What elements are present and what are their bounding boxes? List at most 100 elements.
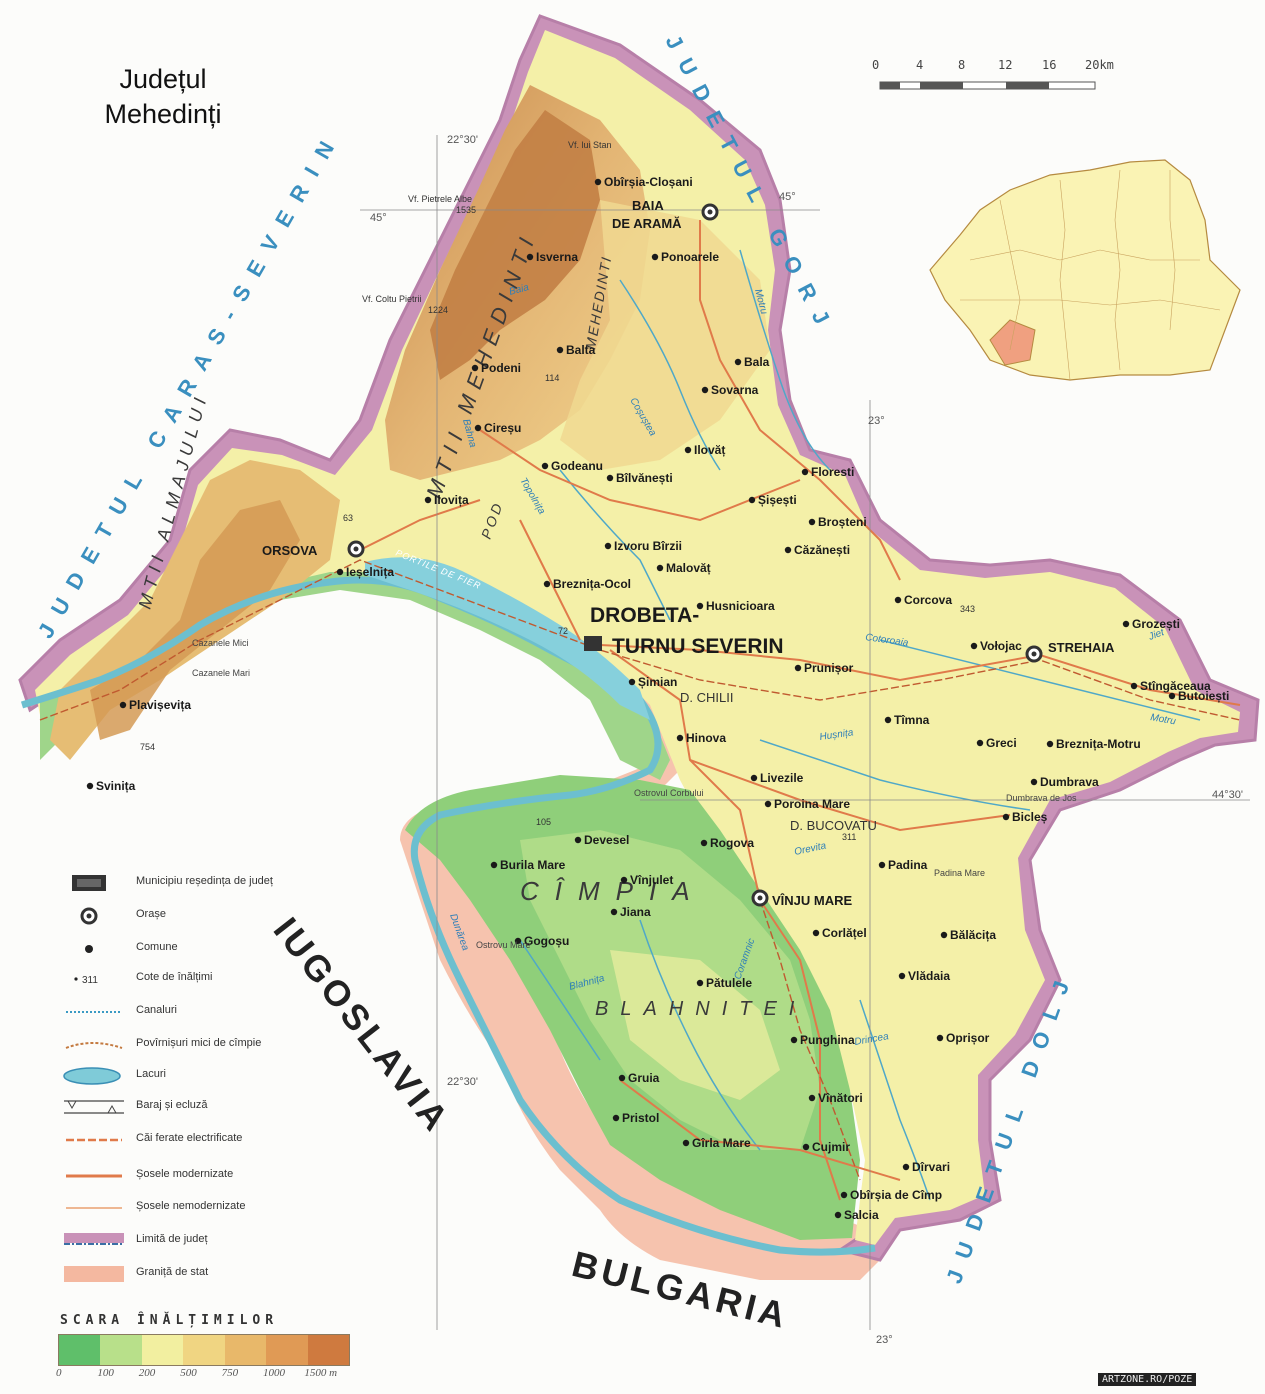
commune-dot xyxy=(1168,692,1176,700)
commune-dot xyxy=(790,1036,798,1044)
commune-label: Hinova xyxy=(686,731,726,745)
legend-row: Canaluri xyxy=(62,1001,382,1023)
svg-text:BLAHNITEI: BLAHNITEI xyxy=(595,998,806,1020)
legend-row: Comune xyxy=(62,938,382,960)
commune-label: Broșteni xyxy=(818,515,867,529)
commune-dot xyxy=(543,580,551,588)
commune-dot xyxy=(734,358,742,366)
commune-label: Breznița-Motru xyxy=(1056,737,1141,751)
commune-label: Ostrovu Mare xyxy=(476,940,531,950)
commune-dot xyxy=(620,876,628,884)
commune-label: Ostrovul Corbului xyxy=(634,788,704,798)
commune-label: Isverna xyxy=(536,250,578,264)
legend-label: Orașe xyxy=(136,908,166,920)
elevation-tick: 100 xyxy=(97,1367,114,1379)
svg-text:343: 343 xyxy=(960,604,975,614)
elevation-tick: 1000 xyxy=(263,1367,285,1379)
svg-text:Motru: Motru xyxy=(1149,712,1177,727)
elevation-tick: 500 xyxy=(180,1367,197,1379)
commune-label: Șimian xyxy=(638,675,677,689)
commune-label: Greci xyxy=(986,736,1017,750)
commune-dot xyxy=(764,800,772,808)
commune-dot xyxy=(940,931,948,939)
commune-label: Gruia xyxy=(628,1071,660,1085)
commune-dot xyxy=(656,564,664,572)
elevation-scale-bar xyxy=(58,1334,350,1366)
legend-row: Șosele nemodernizate xyxy=(62,1197,382,1219)
commune-label: Corlățel xyxy=(822,926,867,940)
elevation-band xyxy=(100,1335,142,1365)
svg-text:754: 754 xyxy=(140,742,155,752)
commune-dot xyxy=(701,386,709,394)
commune-dot xyxy=(696,979,704,987)
county-limit-symbol xyxy=(64,1233,124,1245)
legend-label: Povîrnișuri mici de cîmpie xyxy=(136,1037,262,1049)
elevation-scale-title: SCARA ÎNĂLȚIMILOR xyxy=(60,1313,279,1328)
commune-label: Poroina Mare xyxy=(774,797,850,811)
svg-text:63: 63 xyxy=(343,513,353,523)
commune-dot xyxy=(556,346,564,354)
county-body xyxy=(35,30,1240,1245)
commune-label: Izvoru Bîrzii xyxy=(614,539,682,553)
commune-label: Dumbrava de Jos xyxy=(1006,793,1077,803)
svg-text:DE ARAMĂ: DE ARAMĂ xyxy=(612,216,682,231)
commune-dot xyxy=(594,178,602,186)
commune-dot xyxy=(801,468,809,476)
commune-dot xyxy=(574,836,582,844)
svg-text:1535: 1535 xyxy=(456,205,476,215)
svg-text:DROBETA-: DROBETA- xyxy=(590,604,699,627)
commune-dot xyxy=(628,678,636,686)
rivers xyxy=(519,249,1201,1201)
svg-text:45°: 45° xyxy=(779,191,796,203)
svg-text:STREHAIA: STREHAIA xyxy=(1048,640,1115,655)
svg-text:Hușnița: Hușnița xyxy=(819,727,855,743)
legend-row: Graniță de stat xyxy=(62,1263,382,1285)
elevation-band xyxy=(307,1335,349,1365)
commune-dot xyxy=(970,642,978,650)
commune-label: Floresti xyxy=(811,465,854,479)
commune-dot xyxy=(902,1163,910,1171)
elevation-tick: 750 xyxy=(221,1367,239,1379)
legend-row: 311 Cote de înălțimi xyxy=(62,968,382,990)
commune-label: Balta xyxy=(566,343,596,357)
commune-dot xyxy=(878,861,886,869)
commune-dot xyxy=(618,1074,626,1082)
paved-road-symbol xyxy=(66,1174,122,1178)
scale-tick: 12 xyxy=(998,58,1013,72)
svg-text:Baia: Baia xyxy=(508,282,531,298)
commune-dot xyxy=(802,1143,810,1151)
town-symbols xyxy=(347,203,1043,907)
elevation-tick: 0 xyxy=(56,1367,62,1379)
svg-text:114: 114 xyxy=(545,373,559,383)
commune-label: Bicleș xyxy=(1012,810,1048,824)
commune-label: Corcova xyxy=(904,593,952,607)
lake-symbol xyxy=(63,1067,121,1085)
coordinate-labels: 22°30' 22°30' 23° 23° 45° 45° 44°30' xyxy=(370,134,1243,1346)
svg-text:22°30': 22°30' xyxy=(447,1076,478,1088)
scale-tick: 20km xyxy=(1085,58,1114,72)
svg-text:Vf. Pietrele Albe: Vf. Pietrele Albe xyxy=(408,194,472,204)
legend-label: Șosele nemodernizate xyxy=(136,1200,246,1212)
svg-text:105: 105 xyxy=(536,817,551,827)
elevation-band xyxy=(141,1335,184,1365)
municipality-symbol xyxy=(72,875,106,891)
commune-dot xyxy=(1030,778,1038,786)
peak-labels: Vf. lui Stan Vf. Pietrele Albe Vf. Coltu… xyxy=(140,140,975,842)
almajului-peaks xyxy=(90,500,300,740)
commune-dot xyxy=(1002,813,1010,821)
scale-tick: 8 xyxy=(958,58,966,72)
commune-dot xyxy=(936,1034,944,1042)
commune-label: Vołojac xyxy=(980,639,1022,653)
danube-river xyxy=(20,576,876,1256)
escarpment-symbol xyxy=(65,1042,123,1049)
title-line1: Județul xyxy=(119,64,207,94)
commune-dot xyxy=(894,596,902,604)
commune-label: Ilovăț xyxy=(694,443,725,457)
commune-dot xyxy=(610,908,618,916)
plateau-hills xyxy=(560,200,770,470)
commune-dot xyxy=(526,253,534,261)
svg-text:44°30': 44°30' xyxy=(1212,789,1243,801)
commune-label: Obîrșia de Cîmp xyxy=(850,1188,942,1202)
plain-inner2 xyxy=(610,950,780,1100)
commune-dot xyxy=(898,972,906,980)
